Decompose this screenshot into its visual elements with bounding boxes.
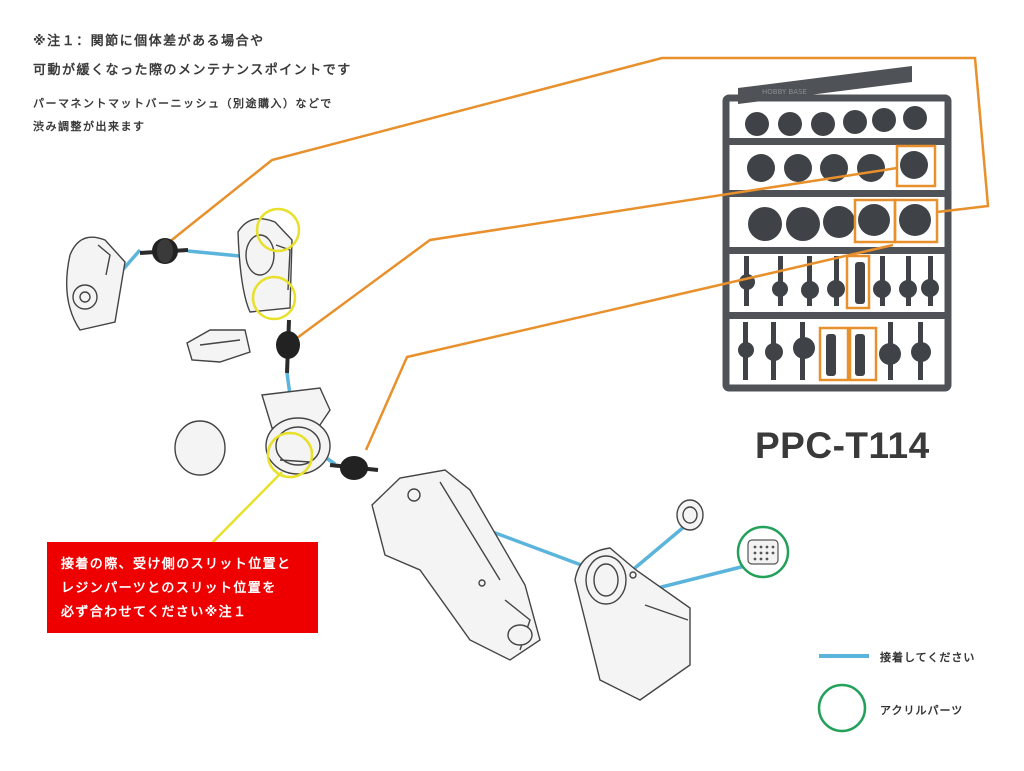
warning-line-1: 接着の際、受け側のスリット位置と [61, 557, 292, 572]
part-hand-joint [574, 547, 691, 701]
acrylic-part-mark [736, 525, 790, 579]
yellow-circle-1 [255, 207, 301, 253]
part-disc [174, 420, 226, 476]
note-line-3: パーマネントマットバーニッシュ（別途購入）などで [33, 97, 333, 110]
sprue-runner: HOBBY BASE [722, 66, 952, 392]
orange-leader-lines [167, 56, 990, 451]
part-small-bracket [186, 329, 251, 363]
joint-connector-3 [329, 456, 379, 480]
note-line-4: 渋み調整が出来ます [33, 120, 146, 133]
highlight-box-6 [848, 326, 878, 382]
joint-connector-1 [139, 238, 189, 264]
highlight-box-3 [893, 198, 939, 244]
warning-line-3: 必ず合わせてください※注１ [61, 605, 248, 620]
yellow-circle-2 [251, 275, 297, 321]
legend-acrylic-swatch [817, 683, 867, 733]
warning-box: 接着の際、受け側のスリット位置と レジンパーツとのスリット位置を 必ず合わせてく… [47, 542, 318, 633]
slit-position-marks [251, 207, 314, 479]
joint-connector-2 [276, 319, 300, 374]
highlight-box-4 [845, 254, 871, 310]
leader-line-3 [364, 243, 894, 451]
leader-line-2 [296, 166, 898, 340]
model-code: PPC-T114 [755, 425, 930, 466]
leader-line-1 [167, 56, 990, 244]
sprue-highlight-boxes [818, 144, 939, 382]
highlight-box-5 [818, 326, 850, 382]
part-forearm [371, 469, 541, 661]
note-line-2: 可動が緩くなった際のメンテナンスポイントです [33, 63, 352, 78]
part-upper-joint [237, 218, 293, 313]
yellow-leader-line [209, 471, 283, 546]
legend-glue-label: 接着してください [880, 651, 976, 664]
sprue-tag-text: HOBBY BASE [762, 88, 807, 96]
legend-acrylic-label: アクリルパーツ [880, 704, 964, 717]
note-line-1: ※注１：関節に個体差がある場合や [33, 34, 265, 49]
yellow-circle-3 [266, 431, 314, 479]
warning-line-2: レジンパーツとのスリット位置を [61, 581, 277, 596]
part-elbow-ring [261, 387, 331, 475]
part-washer [676, 499, 704, 531]
part-shoulder-shell [65, 236, 126, 331]
highlight-box-1 [895, 144, 937, 188]
